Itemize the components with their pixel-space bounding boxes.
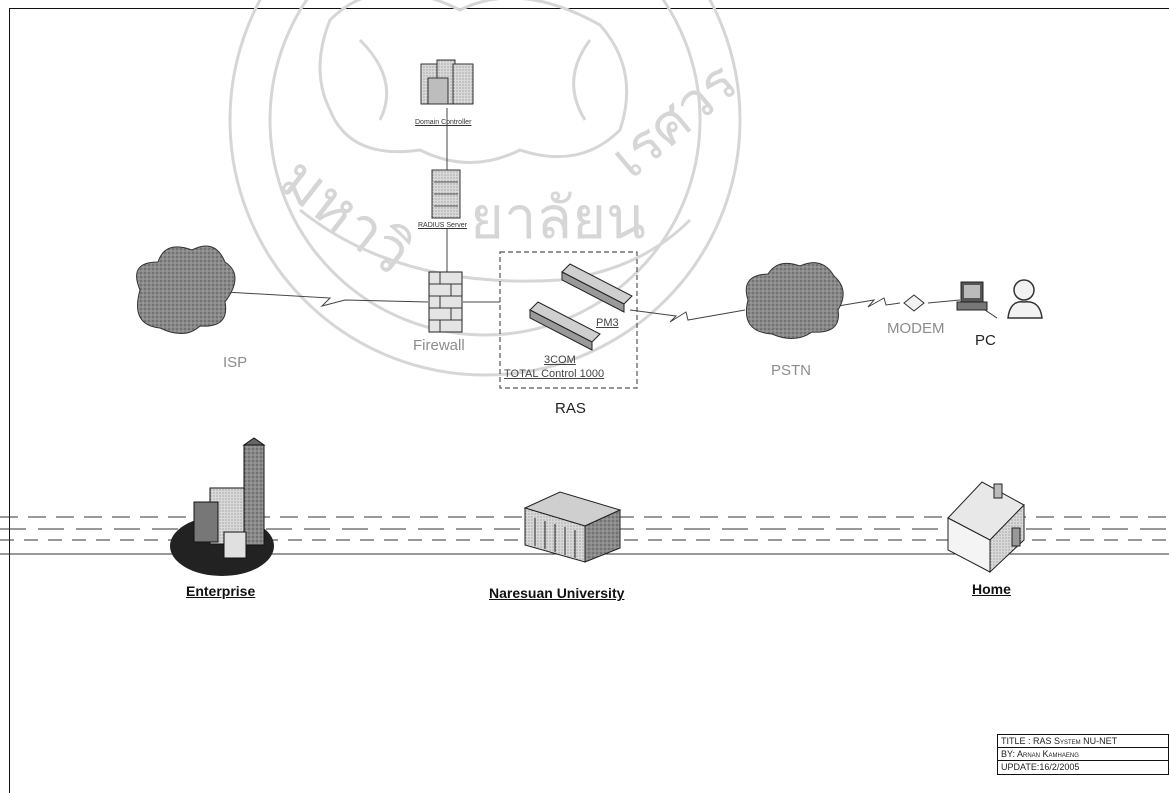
enterprise-label: Enterprise [186,584,255,598]
total-control-label: TOTAL Control 1000 [504,369,604,380]
link-isp-firewall [225,292,428,306]
pc-icon [957,282,997,318]
title-block-author: BY: Arnan Kamhaeng [998,748,1168,761]
pc-label: PC [975,333,996,348]
domain-controller-icon [421,60,473,104]
title-block-update: UPDATE:16/2/2005 [998,761,1168,774]
modem-label: MODEM [887,321,945,336]
firewall-icon [429,272,462,332]
seal-text-right: เรศวร [598,49,749,190]
seal-text-bottom: ยาลัยน [470,184,646,252]
university-building-icon [525,492,620,562]
ras-label: RAS [555,401,586,416]
isp-label: ISP [223,355,247,370]
3com-label: 3COM [544,355,576,366]
pstn-cloud-icon [746,263,843,339]
radius-server-label: RADIUS Server [418,222,467,229]
link-modem-pc [928,300,960,303]
title-block: TITLE : RAS System NU-NET BY: Arnan Kamh… [997,734,1169,775]
seal-text-left: มหาวิ [267,143,426,288]
enterprise-buildings-icon [170,438,274,576]
modem-icon [904,295,924,311]
user-icon [1008,280,1042,318]
domain-controller-label: Domain Controller [415,119,471,126]
link-pstn-modem [838,298,900,307]
isp-cloud-icon [137,246,235,334]
pstn-label: PSTN [771,363,811,378]
title-block-title: TITLE : RAS System NU-NET [998,735,1168,748]
firewall-label: Firewall [413,338,465,353]
pm3-label: PM3 [596,318,619,329]
home-house-icon [948,482,1024,572]
radius-server-icon [432,170,460,218]
home-label: Home [972,582,1011,596]
university-label: Naresuan University [489,586,624,600]
